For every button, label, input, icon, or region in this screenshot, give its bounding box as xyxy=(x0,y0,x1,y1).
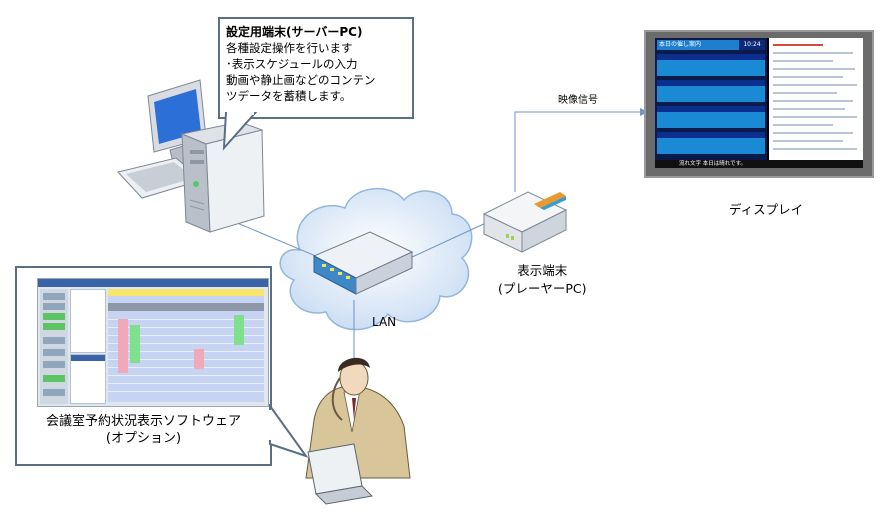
server-callout-line: ･表示スケジュールの入力 xyxy=(226,57,358,71)
server-callout-pointer xyxy=(222,112,258,151)
lan-label: LAN xyxy=(372,315,397,329)
network-hub-icon xyxy=(312,231,414,295)
reservation-software-screenshot xyxy=(37,278,269,407)
player-label-line1: 表示端末 xyxy=(517,263,568,278)
software-caption-line: 会議室予約状況表示ソフトウェア xyxy=(45,414,241,429)
player-pc-icon xyxy=(482,191,568,253)
signal-label: 映像信号 xyxy=(558,95,598,106)
display-title: 本日の催し案内 xyxy=(659,41,702,48)
server-pc-icon xyxy=(117,79,265,233)
line-server-to-hub xyxy=(229,219,331,263)
server-callout-line: ツデータを蓄積します。 xyxy=(226,89,352,103)
connector-lines xyxy=(229,111,640,372)
server-callout-line: 各種設定操作を行います xyxy=(226,41,353,55)
server-callout-title: 設定用端末(サーバーPC) xyxy=(226,25,363,39)
display-monitor: 本日の催し案内 10:24 流れ文字 本日は晴れです。 xyxy=(644,30,874,178)
display-screen: 本日の催し案内 10:24 流れ文字 本日は晴れです。 xyxy=(655,38,863,168)
software-caption: 会議室予約状況表示ソフトウェア (オプション) xyxy=(17,413,270,447)
software-callout-pointer xyxy=(268,404,308,458)
software-callout: 会議室予約状況表示ソフトウェア (オプション) xyxy=(15,266,272,466)
line-player-to-display xyxy=(514,111,640,192)
player-label: 表示端末 (プレーヤーPC) xyxy=(498,262,587,298)
server-callout: 設定用端末(サーバーPC) 各種設定操作を行います ･表示スケジュールの入力 動… xyxy=(218,17,414,119)
software-caption-line: (オプション) xyxy=(105,431,182,446)
display-time: 10:24 xyxy=(739,40,765,50)
player-label-line2: (プレーヤーPC) xyxy=(498,281,587,296)
display-label: ディスプレイ xyxy=(729,202,804,217)
display-ticker: 流れ文字 本日は晴れです。 xyxy=(679,161,747,167)
server-callout-line: 動画や静止画などのコンテン xyxy=(226,73,376,87)
person-with-laptop-icon xyxy=(305,357,411,505)
line-hub-to-player xyxy=(409,221,489,259)
